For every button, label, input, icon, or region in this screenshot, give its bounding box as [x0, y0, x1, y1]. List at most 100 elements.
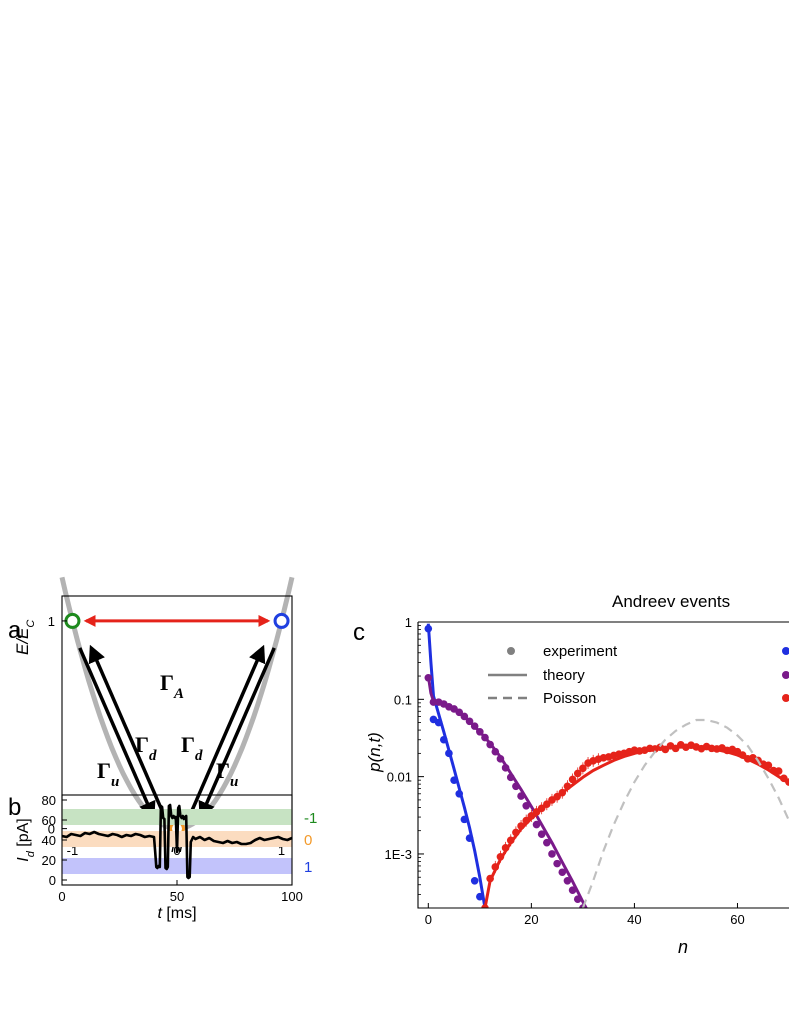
c-ytick-label-0: 1	[405, 615, 412, 630]
band-label-2: 1	[304, 859, 312, 876]
label-gamma-u-left-symbol: Γ	[97, 758, 111, 783]
data-point-0-2	[434, 718, 443, 727]
data-point-2-7	[517, 822, 525, 830]
c-xtick-label-3: 60	[730, 912, 744, 927]
panel-a-letter: a	[8, 617, 22, 644]
data-point-2-12	[543, 800, 551, 809]
charge-state-2	[273, 612, 290, 629]
data-point-1-24	[548, 850, 556, 858]
panel-b-ylabel: Id [pA]	[15, 818, 37, 862]
data-point-2-2	[491, 863, 500, 871]
data-point-1-16	[506, 773, 515, 782]
arrow-gamma-d-right	[187, 644, 266, 817]
data-point-2-11	[537, 804, 546, 813]
data-point-1-19	[522, 801, 531, 810]
data-point-1-11	[481, 733, 489, 742]
panel-c: c Andreev events 0 20 40 60 1 0.1 0.01 1E-3 exp…	[353, 592, 789, 957]
data-point-1-13	[491, 747, 500, 756]
b-ytick-label-1: 20	[42, 853, 56, 868]
a-ytick-label-0: 0	[48, 822, 55, 837]
data-point-1-9	[470, 722, 479, 730]
b-ytick-label-3: 60	[42, 813, 56, 828]
panel-c-title: Andreev events	[612, 592, 730, 611]
b-ytick-label-0: 0	[49, 873, 56, 888]
b-xtick-label-2: 100	[281, 889, 303, 904]
poisson-curve	[581, 718, 789, 908]
panel-a-ylabel: E/EC	[13, 620, 37, 655]
legend-label-1: theory	[543, 667, 585, 684]
data-point-1-17	[512, 782, 520, 791]
a-xtick-label-2: 1	[278, 843, 285, 858]
c-ytick-label-3: 1E-3	[385, 847, 412, 862]
data-point-2-19	[579, 764, 587, 773]
data-point-1-21	[532, 820, 541, 829]
current-trace	[62, 803, 292, 880]
data-point-1-26	[558, 868, 567, 877]
data-point-1-0	[424, 673, 433, 682]
label-gamma-d-left: Γd	[135, 732, 157, 764]
a-ytick-label-1: 1	[48, 614, 55, 629]
data-point-0-7	[460, 815, 469, 824]
panel-c-xlabel: n	[678, 937, 688, 957]
c-xtick-label-1: 20	[524, 912, 538, 927]
c-ytick-label-2: 0.01	[387, 770, 412, 785]
label-gamma-a: ΓA	[160, 670, 184, 702]
data-point-1-6	[455, 708, 464, 717]
c-xtick-label-0: 0	[425, 912, 432, 927]
c-ytick-label-1: 0.1	[394, 692, 412, 707]
panel-b-xlabel: t [ms]	[157, 905, 196, 922]
label-gamma-d-right-sub: d	[195, 748, 203, 764]
theory-curve-2	[483, 745, 789, 908]
data-point-0-10	[476, 892, 484, 901]
label-gamma-d-right: Γd	[181, 732, 203, 764]
data-point-1-25	[553, 859, 561, 868]
label-gamma-u-left: Γu	[97, 758, 119, 790]
b-xtick-label-1: 50	[170, 889, 184, 904]
label-gamma-u-right: Γu	[216, 758, 238, 790]
data-point-1-15	[501, 764, 510, 772]
panel-b-letter: b	[8, 794, 21, 821]
data-point-0-9	[470, 876, 479, 885]
panel-c-letter: c	[353, 619, 365, 646]
label-gamma-u-left-sub: u	[111, 774, 119, 790]
arrow-gamma-u-left	[78, 647, 156, 820]
data-point-2-1	[486, 874, 494, 883]
data-point-1-22	[537, 830, 546, 839]
data-point-0-3	[439, 735, 448, 744]
a-xtick-label-0: -1	[67, 843, 79, 858]
c-xtick-label-2: 40	[627, 912, 641, 927]
data-point-2-3	[496, 852, 505, 861]
label-gamma-u-right-symbol: Γ	[216, 758, 230, 783]
data-point-1-14	[496, 755, 505, 763]
legend-series-marker-1	[782, 671, 789, 679]
data-point-1-8	[465, 717, 474, 726]
band-label-1: 0	[304, 832, 312, 849]
label-gamma-u-right-sub: u	[230, 774, 238, 790]
legend-label-0: experiment	[543, 643, 618, 660]
data-point-2-0	[481, 904, 489, 908]
legend-series-marker-0	[782, 647, 789, 655]
data-point-1-12	[486, 740, 494, 749]
data-point-2-14	[553, 792, 561, 801]
data-point-1-10	[476, 728, 484, 736]
data-point-0-4	[445, 749, 453, 758]
data-point-0-6	[455, 789, 464, 798]
band-label-0: -1	[304, 810, 317, 827]
data-point-2-55	[764, 761, 773, 770]
arrow-gamma-d-left	[88, 644, 167, 817]
data-point-2-57	[774, 767, 783, 775]
data-point-0-8	[465, 834, 474, 842]
data-point-2-8	[522, 816, 531, 825]
data-point-2-59	[785, 778, 789, 786]
data-point-2-9	[527, 812, 536, 820]
label-gamma-d-left-sub: d	[149, 748, 157, 764]
panel-c-ylabel: p(n,t)	[365, 732, 384, 773]
data-point-2-18	[573, 769, 582, 778]
data-point-0-5	[450, 776, 458, 784]
data-point-1-28	[568, 886, 577, 894]
panel-a-frame	[61, 595, 293, 840]
legend-series-marker-2	[782, 694, 789, 702]
data-point-1-29	[573, 895, 582, 903]
